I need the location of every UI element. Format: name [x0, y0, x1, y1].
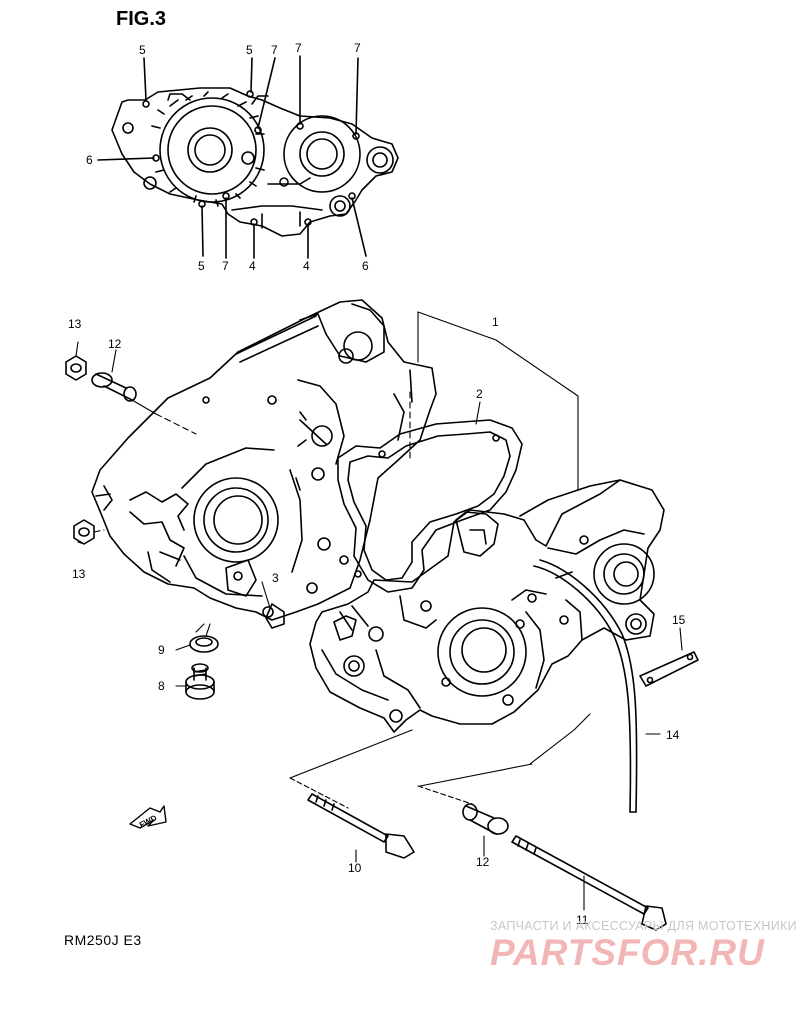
fwd-arrow-icon — [129, 805, 167, 829]
callout-part-13-lower: 13 — [72, 567, 86, 581]
watermark-tagline: ЗАПЧАСТИ И АКСЕССУАРЫ ДЛЯ МОТОТЕХНИКИ — [490, 919, 797, 933]
hose-clamp — [639, 651, 699, 687]
bolt-10 — [307, 793, 415, 859]
callout-leaders — [75, 311, 683, 911]
watermark-brand: PARTSFOR.RU — [490, 932, 765, 973]
bushing-12-lower — [462, 803, 509, 835]
callout-part-8: 8 — [158, 679, 165, 693]
washer-9 — [189, 635, 219, 653]
crankcase-right-half — [309, 479, 665, 733]
callout-part-10: 10 — [348, 861, 362, 875]
callout-part-14: 14 — [666, 728, 680, 742]
callout-5c: 5 — [198, 259, 205, 273]
callout-4a: 4 — [249, 259, 256, 273]
assembly-lines — [93, 391, 411, 533]
callout-part-2: 2 — [476, 387, 483, 401]
callout-7a: 7 — [271, 43, 278, 57]
callout-6b: 6 — [362, 259, 369, 273]
callout-5a: 5 — [139, 43, 146, 57]
bushing-12-upper — [91, 372, 137, 402]
model-code: RM250J E3 — [64, 932, 142, 948]
nut-13-lower — [73, 519, 95, 545]
crankcase-detail-view — [97, 55, 399, 259]
drain-plug-8 — [185, 663, 215, 700]
callout-part-11: 11 — [576, 913, 589, 927]
callout-5b: 5 — [246, 43, 253, 57]
callout-6a: 6 — [86, 153, 93, 167]
nut-13-upper — [65, 355, 87, 381]
callout-part-3: 3 — [272, 571, 279, 585]
callout-part-1: 1 — [492, 315, 499, 329]
callout-part-12-lower: 12 — [476, 855, 490, 869]
long-bolt-11 — [511, 835, 667, 931]
callout-part-15: 15 — [672, 613, 686, 627]
callout-7b: 7 — [295, 41, 302, 55]
callout-labels: 5 5 7 7 7 6 5 7 4 4 6 1 2 3 8 9 10 11 12… — [68, 41, 686, 927]
breather-hose — [533, 559, 638, 813]
callout-part-13-upper: 13 — [68, 317, 82, 331]
crankcase-left-half — [91, 299, 437, 629]
figure-title: FIG.3 — [116, 8, 167, 30]
callout-part-12-upper: 12 — [108, 337, 122, 351]
callout-7c: 7 — [354, 41, 361, 55]
callout-part-9: 9 — [158, 643, 165, 657]
callout-4b: 4 — [303, 259, 310, 273]
callout-7d: 7 — [222, 259, 229, 273]
crankcase-gasket — [337, 419, 523, 593]
